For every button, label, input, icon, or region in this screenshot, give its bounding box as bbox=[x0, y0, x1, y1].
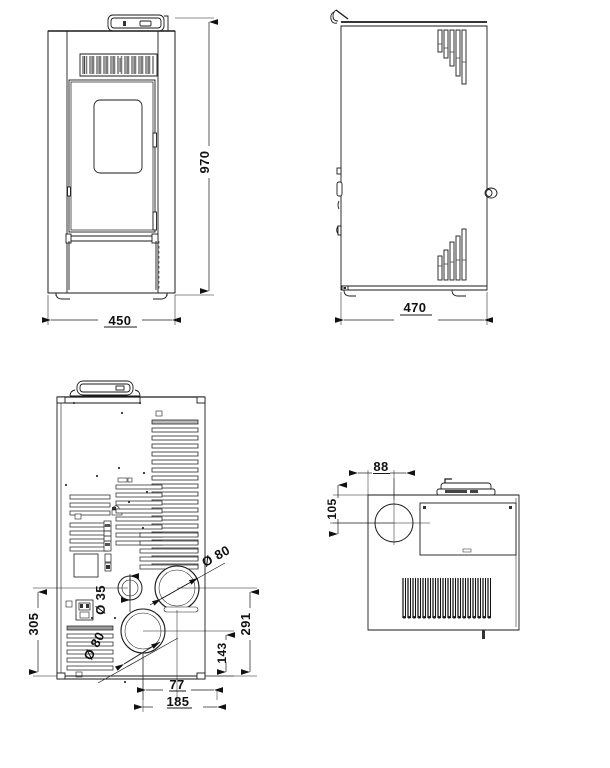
side-view: 470 bbox=[330, 9, 498, 325]
front-lower-panel bbox=[65, 233, 160, 290]
front-view: 970 450 bbox=[42, 14, 218, 328]
dim-label-side-depth: 470 bbox=[404, 300, 427, 315]
side-top-handle bbox=[330, 9, 349, 24]
front-base-feet bbox=[48, 292, 175, 300]
side-lower-vents bbox=[437, 228, 467, 281]
dimension-front-height: 970 bbox=[175, 17, 218, 296]
top-view-hopper-plate bbox=[419, 502, 517, 556]
dimension-rear-flue-height: 305 bbox=[26, 587, 128, 677]
rear-fastener-dots bbox=[64, 401, 149, 684]
dim-label-rear-offset-large: 185 bbox=[167, 694, 190, 709]
dim-label-rear-outlet-upper: 291 bbox=[238, 613, 253, 636]
dimension-side-depth: 470 bbox=[335, 292, 493, 325]
dim-label-front-height: 970 bbox=[197, 151, 212, 174]
dim-label-front-width: 450 bbox=[109, 313, 132, 328]
rear-left-grille-lower bbox=[66, 625, 114, 678]
dimension-rear-outlet-lower: 143 bbox=[143, 630, 235, 677]
side-upper-vents bbox=[437, 29, 467, 85]
dim-label-rear-outlet-lower: 143 bbox=[215, 642, 229, 663]
dimension-top-flue-offset-y: 105 bbox=[325, 482, 394, 537]
side-left-fittings bbox=[336, 167, 343, 236]
dim-label-rear-flue-height: 305 bbox=[26, 613, 41, 636]
leader-air-inlet-diameter: Ø 35 bbox=[93, 573, 139, 615]
dimension-top-flue-offset-x: 88 bbox=[349, 459, 415, 500]
dim-label-air-inlet: Ø 35 bbox=[93, 585, 108, 615]
top-view-bottom-tab bbox=[482, 630, 485, 639]
dim-label-top-offset-y: 105 bbox=[325, 498, 339, 519]
side-base bbox=[341, 285, 487, 297]
rear-slot-oval bbox=[163, 606, 199, 613]
dimension-front-width: 450 bbox=[42, 295, 181, 328]
top-view: 88 105 bbox=[325, 459, 520, 639]
rear-power-socket bbox=[65, 599, 94, 621]
rear-center-grille bbox=[115, 477, 163, 546]
rear-view: Ø 80 Ø 35 Ø 80 bbox=[26, 380, 259, 712]
dim-label-rear-offset-small: 77 bbox=[169, 677, 184, 692]
dim-label-top-offset-x: 88 bbox=[373, 459, 388, 474]
dimension-rear-offset-large: 185 bbox=[134, 653, 226, 712]
front-control-panel bbox=[107, 14, 169, 32]
rear-hopper-lid bbox=[69, 380, 141, 397]
front-door[interactable] bbox=[67, 79, 157, 233]
rear-connector-strip bbox=[103, 520, 112, 572]
top-view-louvers bbox=[401, 578, 491, 619]
side-right-knob[interactable] bbox=[484, 187, 498, 199]
door-glass bbox=[93, 99, 143, 174]
front-top-grille bbox=[79, 53, 158, 77]
